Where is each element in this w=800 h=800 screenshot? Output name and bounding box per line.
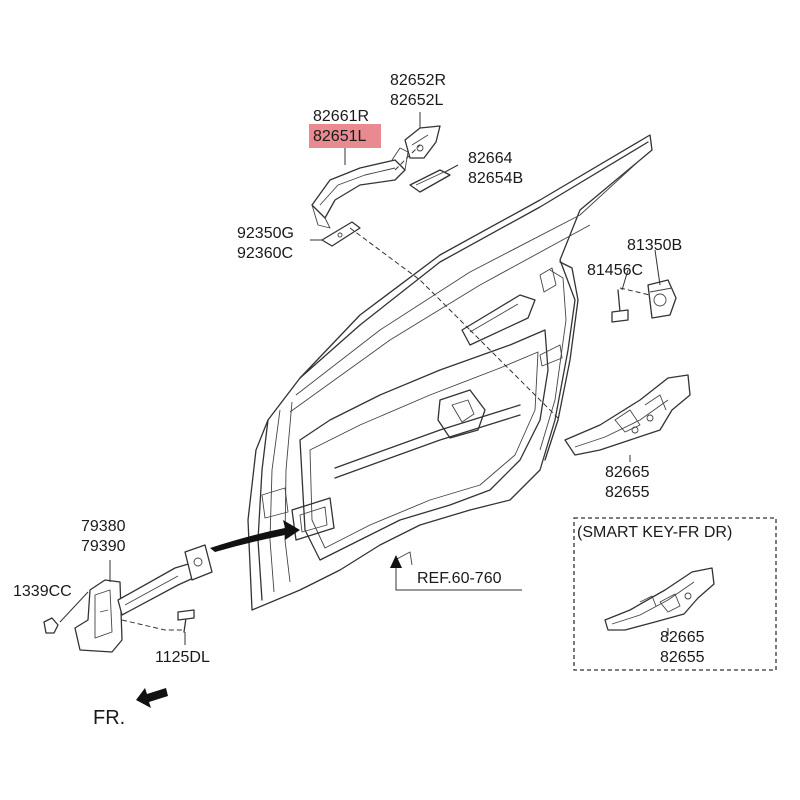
label-smart-82665: 82665 [660, 629, 705, 646]
assembly-arrow [210, 520, 300, 552]
handle-gasket [409, 169, 451, 193]
label-ref: REF.60-760 [417, 570, 502, 587]
door-frame [247, 134, 653, 611]
leader-lines [59, 112, 669, 645]
label-79390: 79390 [81, 538, 126, 555]
label-82652r: 82652R [390, 72, 446, 89]
smart-key-box [573, 517, 777, 671]
check-nut [43, 617, 59, 634]
label-smart-key: (SMART KEY-FR DR) [577, 524, 732, 541]
label-82655: 82655 [605, 484, 650, 501]
highlight-82651l [309, 124, 381, 148]
label-82651l: 82651L [313, 128, 366, 145]
label-81456c: 81456C [587, 262, 643, 279]
check-bolt [177, 609, 195, 633]
striker-bolt [611, 289, 629, 323]
label-1339cc: 1339CC [13, 583, 72, 600]
label-82654b: 82654B [468, 170, 523, 187]
striker [647, 279, 677, 319]
label-82664: 82664 [468, 150, 513, 167]
label-82652l: 82652L [390, 92, 443, 109]
base-gasket [321, 221, 361, 247]
label-1125dl: 1125DL [155, 649, 210, 666]
door-check [74, 544, 213, 653]
label-92350g: 92350G [237, 225, 294, 242]
arrow-down-left-icon [136, 688, 168, 708]
label-direction: FR. [93, 707, 125, 729]
label-79380: 79380 [81, 518, 126, 535]
ref-arrow-icon [390, 555, 402, 568]
label-92360c: 92360C [237, 245, 293, 262]
latch-assembly [564, 374, 691, 456]
label-82665: 82665 [605, 464, 650, 481]
handle-cover [404, 125, 441, 159]
outside-handle [311, 147, 409, 229]
label-82661r: 82661R [313, 108, 369, 125]
label-smart-82655: 82655 [660, 649, 705, 666]
label-81350b: 81350B [627, 237, 682, 254]
